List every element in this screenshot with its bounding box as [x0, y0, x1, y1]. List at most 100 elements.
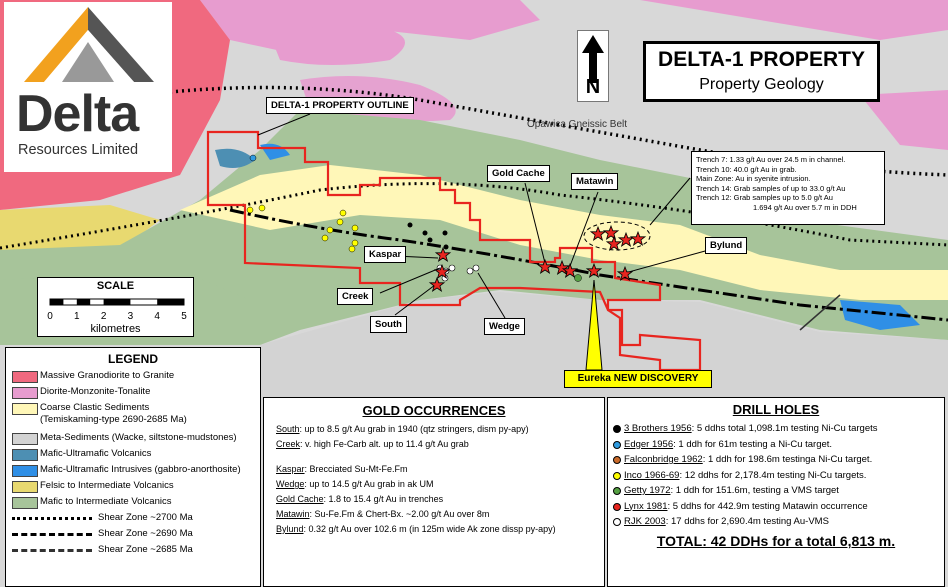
legend-item: Mafic-Ultramafic Volcanics [6, 446, 260, 462]
logo-mountain-icon [24, 7, 154, 82]
legend-label: Mafic to Intermediate Volcanics [40, 496, 172, 507]
legend-shear-item: Shear Zone ~2685 Ma [6, 542, 260, 558]
legend: LEGEND Massive Granodiorite to Granite D… [5, 347, 261, 587]
trench-note: Main Zone: Au in syenite intrusion. [696, 174, 811, 183]
gold-item: Kaspar: Brecciated Su-Mt-Fe.Fm [276, 464, 408, 474]
trench-note: Trench 7: 1.33 g/t Au over 24.5 m in cha… [696, 155, 846, 164]
logo-subtitle: Resources Limited [18, 142, 139, 158]
scale-tick: 2 [100, 311, 107, 322]
legend-label: Mafic-Ultramafic Intrusives (gabbro-anor… [40, 464, 241, 475]
legend-swatch [12, 465, 38, 477]
legend-swatch [12, 497, 38, 509]
trench-note: Trench 10: 40.0 g/t Au in grab. [696, 164, 797, 174]
legend-label: Massive Granodiorite to Granite [40, 370, 175, 381]
north-label: N [585, 76, 601, 98]
legend-label: Diorite-Monzonite-Tonalite [40, 386, 151, 397]
company-logo: Delta Resources Limited [4, 2, 172, 172]
gold-item: South: up to 8.5 g/t Au grab in 1940 (qt… [276, 424, 529, 434]
legend-label: Shear Zone ~2690 Ma [98, 528, 193, 539]
north-arrow: N [577, 30, 609, 102]
drill-dot-icon [613, 502, 621, 511]
legend-shear-item: Shear Zone ~2700 Ma [6, 510, 260, 526]
drill-item: Inco 1966-69: 12 ddhs for 2,178.4m testi… [608, 470, 944, 481]
drill-dot-icon [613, 456, 621, 464]
legend-item: Massive Granodiorite to Granite [6, 368, 260, 384]
gold-item: Gold Cache: 1.8 to 15.4 g/t Au in trench… [276, 494, 444, 504]
eureka-label: Eureka NEW DISCOVERY [564, 370, 712, 388]
gold-item: Bylund: 0.32 g/t Au over 102.6 m (in 125… [276, 524, 556, 534]
legend-label: Mafic-Ultramafic Volcanics [40, 448, 152, 459]
legend-title: LEGEND [107, 352, 158, 366]
legend-label: Coarse Clastic Sediments [40, 402, 150, 413]
legend-swatch [12, 433, 38, 445]
bylund-label: Bylund [705, 237, 748, 254]
leader-lines [257, 113, 728, 319]
legend-label: Meta-Sediments (Wacke, siltstone-mudston… [40, 432, 237, 443]
belt-label: Opawica Gneissic Belt [527, 119, 628, 130]
scale-tick: 0 [47, 311, 53, 322]
drill-holes-panel: DRILL HOLES 3 Brothers 1956: 5 ddhs tota… [607, 397, 945, 587]
property-outline [206, 130, 702, 372]
scale-tick: 4 [154, 311, 160, 322]
drill-item: 3 Brothers 1956: 5 ddhs total 1,098.1m t… [608, 423, 944, 434]
legend-item: Diorite-Monzonite-Tonalite [6, 384, 260, 400]
legend-swatch [12, 403, 38, 415]
scale-bar-graphic [49, 298, 185, 306]
legend-item: Mafic to Intermediate Volcanics [6, 494, 260, 510]
trench-notes: Trench 7: 1.33 g/t Au over 24.5 m in cha… [691, 151, 885, 225]
shear-line-dashdot [12, 549, 92, 552]
drill-item: Falconbridge 1962: 1 ddh for 198.6m test… [608, 454, 944, 465]
legend-item: Meta-Sediments (Wacke, siltstone-mudston… [6, 430, 260, 446]
drill-dot-icon [613, 440, 621, 449]
drill-dot-icon [613, 487, 621, 495]
drill-dot-icon [613, 425, 621, 433]
gold-item: Creek: v. high Fe-Carb alt. up to 11.4 g… [276, 439, 469, 449]
drill-item: Getty 1972: 1 ddh for 151.6m, testing a … [608, 485, 944, 496]
clastic-sediment-unit [180, 165, 948, 300]
scale-title: SCALE [96, 280, 135, 292]
matawin-label: Matawin [571, 173, 619, 190]
scale-bar: SCALE 0 1 2 3 4 5 kilometres [37, 277, 194, 337]
north-arrow-icon [582, 35, 604, 83]
shear-line-dashed [12, 533, 92, 536]
drill-total: TOTAL: 42 DDHs for a total 6,813 m. [656, 533, 896, 549]
kaspar-label: Kaspar [364, 246, 407, 263]
legend-swatch [12, 481, 38, 493]
gold-item: Matawin: Su-Fe.Fm & Chert-Bx. ~2.00 g/t … [276, 509, 490, 519]
gold-cache-label: Gold Cache [487, 165, 550, 182]
gold-title: GOLD OCCURRENCES [362, 403, 506, 418]
map-title: DELTA-1 PROPERTY [658, 48, 865, 71]
legend-swatch [12, 449, 38, 461]
gold-occurrences-panel: GOLD OCCURRENCES South: up to 8.5 g/t Au… [263, 397, 605, 587]
legend-shear-item: Shear Zone ~2690 Ma [6, 526, 260, 542]
gold-item: Wedge: up to 14.5 g/t Au grab in ak UM [276, 479, 434, 489]
legend-swatch [12, 387, 38, 399]
drill-dot-icon [613, 518, 621, 526]
legend-swatch [12, 371, 38, 383]
drill-item: Edger 1956: 1 ddh for 61m testing a Ni-C… [608, 439, 944, 450]
legend-item: Mafic-Ultramafic Intrusives (gabbro-anor… [6, 462, 260, 478]
scale-tick: 1 [74, 311, 80, 322]
drill-item: RJK 2003: 17 ddhs for 2,690.4m testing A… [608, 516, 944, 527]
gold-occurrence-stars [428, 224, 647, 292]
legend-item: Coarse Clastic Sediments(Temiskaming-typ… [6, 400, 260, 430]
legend-label: Felsic to Intermediate Volcanics [40, 480, 174, 491]
drill-dot-icon [613, 471, 621, 480]
creek-label: Creek [337, 288, 374, 305]
legend-label: Shear Zone ~2685 Ma [98, 544, 193, 555]
logo-wordmark: Delta [16, 85, 139, 143]
map-subtitle: Property Geology [699, 76, 824, 93]
drill-title: DRILL HOLES [732, 402, 820, 417]
outline-label: DELTA-1 PROPERTY OUTLINE [266, 97, 414, 114]
legend-sublabel: (Temiskaming-type 2690-2685 Ma) [40, 414, 187, 425]
south-label: South [370, 316, 407, 333]
drill-item: Lynx 1981: 5 ddhs for 442.9m testing Mat… [608, 501, 944, 512]
trench-note: 1.694 g/t Au over 5.7 m in DDH [753, 202, 857, 212]
trench-note: Trench 14: Grab samples of up to 33.0 g/… [696, 183, 846, 193]
map-title-box: DELTA-1 PROPERTY Property Geology [643, 41, 880, 102]
legend-item: Felsic to Intermediate Volcanics [6, 478, 260, 494]
scale-tick: 3 [127, 311, 134, 322]
trench-note: Trench 12: Grab samples up to 5.0 g/t Au [696, 193, 833, 202]
scale-tick: 5 [181, 311, 187, 322]
wedge-label: Wedge [484, 318, 525, 335]
